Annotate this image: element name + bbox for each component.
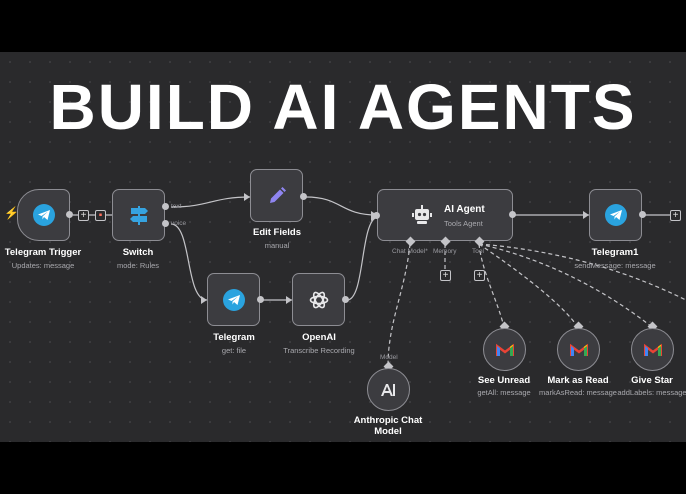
memory-label: Memory: [433, 248, 457, 255]
output-port[interactable]: [300, 193, 307, 200]
wire-tool-seeunread: [478, 243, 505, 328]
output-port[interactable]: [509, 211, 516, 218]
openai-icon: [309, 291, 328, 308]
output-label-voice: voice: [171, 220, 187, 227]
node-title: Telegram1: [591, 247, 639, 258]
node-telegram1[interactable]: [589, 189, 642, 241]
output-port-text[interactable]: [162, 203, 169, 210]
wire-model-anthropic: [387, 243, 411, 367]
node-subtitle: manual: [264, 241, 290, 250]
node-telegram[interactable]: [207, 273, 260, 326]
node-subtitle: Transcribe Recording: [283, 346, 355, 355]
pencil-icon: [269, 186, 286, 203]
output-port[interactable]: [66, 211, 73, 218]
output-port[interactable]: [342, 296, 349, 303]
node-title: Telegram Trigger: [4, 247, 82, 258]
arrowhead-editfields: [244, 193, 250, 201]
wire-editfields-agent: [305, 196, 378, 216]
telegram-icon: [222, 288, 245, 311]
node-give-star[interactable]: [631, 328, 674, 371]
wire-openai-agent: [346, 216, 378, 301]
add-memory-button[interactable]: +: [440, 270, 451, 281]
node-openai[interactable]: [292, 273, 345, 326]
wire-tool-givestar: [478, 243, 653, 328]
trigger-bolt-icon: ⚡: [4, 206, 19, 220]
headline: BUILD AI AGENTS: [49, 71, 637, 143]
workflow-canvas[interactable]: ⚡ + ▪ Telegram Trigger Updates: message …: [0, 52, 686, 442]
wire-switch-voice-telegram: [170, 223, 208, 301]
node-mark-as-read[interactable]: [557, 328, 600, 371]
node-subtitle: addLabels: message: [617, 388, 686, 397]
node-subtitle: get: file: [221, 346, 247, 355]
delete-connection-icon[interactable]: ▪: [95, 210, 106, 221]
output-port-voice[interactable]: [162, 220, 169, 227]
node-subtitle: getAll: message: [477, 388, 531, 397]
arrowhead-telegram1: [583, 211, 589, 219]
arrowhead-telegram: [201, 296, 207, 304]
node-title: AI Agent: [444, 204, 485, 215]
arrowhead-openai: [286, 296, 292, 304]
add-tool-button[interactable]: +: [474, 270, 485, 281]
wire-tool-offscreen: [478, 243, 686, 301]
telegram-icon: [604, 204, 627, 226]
output-label-text: text: [171, 203, 182, 210]
node-subtitle: Updates: message: [11, 261, 75, 270]
node-subtitle: markAsRead: message: [539, 388, 617, 397]
robot-icon: [412, 205, 432, 224]
gmail-icon: [495, 343, 514, 356]
chat-model-label: Chat Model*: [392, 248, 428, 255]
telegram-icon: [32, 204, 55, 226]
node-anthropic-chat-model[interactable]: [367, 368, 410, 411]
node-title: OpenAI: [302, 332, 336, 343]
node-title: Switch: [122, 247, 154, 258]
wire-tool-markasread: [478, 243, 579, 328]
add-node-button[interactable]: +: [78, 210, 89, 221]
wire-switch-text-editfields: [170, 196, 251, 208]
node-title: Mark as Read: [547, 375, 609, 386]
node-edit-fields[interactable]: [250, 169, 303, 222]
node-subtitle: sendMessage: message: [574, 261, 656, 270]
node-title: Edit Fields: [252, 227, 302, 238]
node-telegram-trigger[interactable]: [17, 189, 70, 241]
node-ai-agent[interactable]: AI Agent Tools Agent: [377, 189, 513, 241]
gmail-icon: [643, 343, 662, 356]
gmail-icon: [569, 343, 588, 356]
output-port[interactable]: [257, 296, 264, 303]
signpost-icon: [129, 206, 148, 225]
node-title: See Unread: [477, 375, 531, 386]
output-port[interactable]: [639, 211, 646, 218]
node-title: Telegram: [213, 332, 255, 343]
node-switch[interactable]: [112, 189, 165, 241]
node-title: Anthropic Chat Model: [353, 415, 423, 437]
tool-label: Tool: [472, 248, 484, 255]
node-subtitle: Tools Agent: [444, 219, 483, 228]
node-subtitle: mode: Rules: [116, 261, 160, 270]
model-port-label: Model: [380, 354, 398, 361]
node-title: Give Star: [631, 375, 673, 386]
add-node-button[interactable]: +: [670, 210, 681, 221]
anthropic-icon: [380, 383, 395, 396]
node-see-unread[interactable]: [483, 328, 526, 371]
input-port[interactable]: [373, 212, 380, 219]
